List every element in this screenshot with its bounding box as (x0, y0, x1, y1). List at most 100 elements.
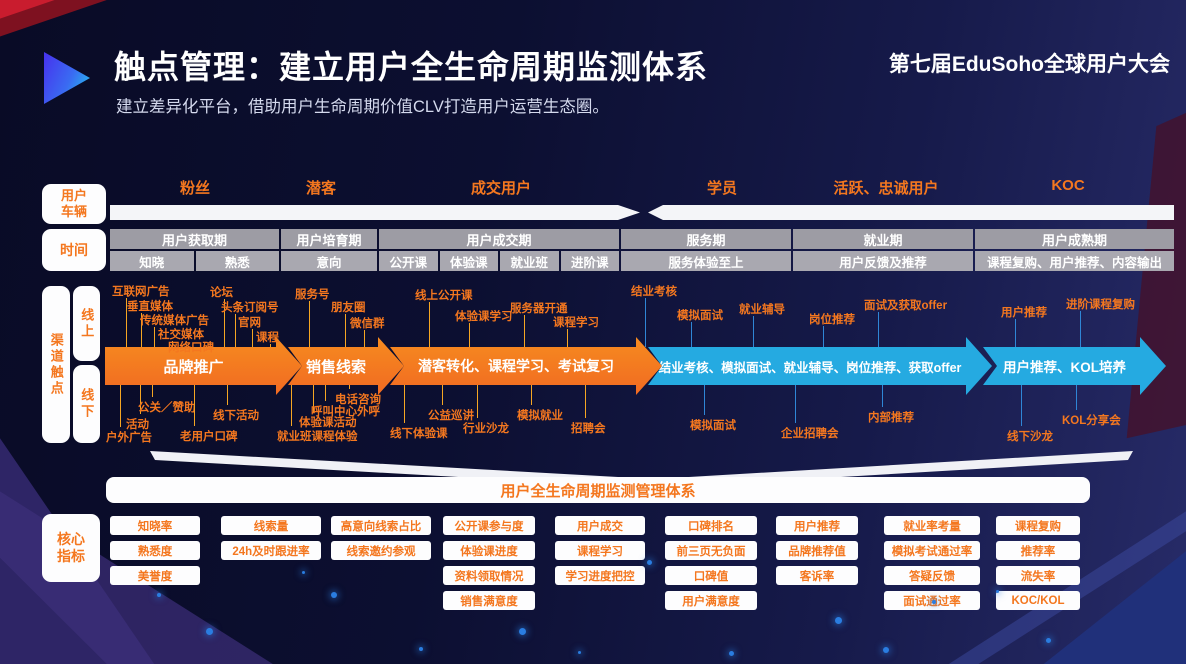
touchpoint-label: 模拟就业 (517, 410, 563, 422)
page-subtitle: 建立差异化平台，借助用户生命周期价值CLV打造用户运营生态圈。 (116, 98, 609, 116)
connector-line (154, 327, 155, 347)
metric-box: 24h及时跟进率 (221, 541, 321, 560)
touchpoint-label: 体验课学习 (455, 311, 513, 323)
connector-line (882, 385, 883, 407)
touchpoint-label: 垂直媒体 (127, 301, 173, 313)
stage-label: 粉丝 (179, 180, 211, 197)
row-label-core-metrics-line1: 核心 (57, 531, 85, 548)
connector-line (227, 385, 228, 405)
monitor-system-bar-label: 用户全生命周期监测管理体系 (500, 482, 696, 500)
phase-sub-cell: 熟悉 (195, 251, 279, 271)
glow-dot (519, 628, 526, 635)
metric-box: 用户成交 (555, 516, 645, 535)
connector-line (194, 385, 195, 426)
connector-line (585, 385, 586, 418)
row-label-offline: 线下 (73, 365, 100, 443)
glow-dot (419, 647, 423, 651)
touchpoint-label: 电话咨询 (335, 394, 381, 406)
connector-line (349, 385, 350, 389)
metric-box: 公开课参与度 (443, 516, 535, 535)
touchpoint-label: 微信群 (350, 318, 385, 330)
connector-line (795, 385, 796, 423)
touchpoint-label: 公益巡讲 (428, 410, 474, 422)
phase-cell: 用户获取期 (110, 229, 279, 249)
connector-line (477, 385, 478, 418)
phase-cell: 用户成熟期 (975, 229, 1174, 249)
metric-box: KOC/KOL (996, 591, 1080, 610)
connector-line (325, 385, 326, 401)
connector-line (429, 302, 430, 347)
phase-cell: 就业期 (793, 229, 973, 249)
touchpoint-label: 官网 (238, 317, 261, 329)
metric-box: 答疑反馈 (884, 566, 980, 585)
connector-line (645, 298, 646, 347)
page-title: 触点管理：建立用户全生命周期监测体系 (114, 49, 709, 85)
glow-dot (578, 651, 581, 654)
metric-box: 口碑值 (665, 566, 757, 585)
connector-line (345, 314, 346, 347)
touchpoint-label: 户外广告 (106, 432, 152, 444)
journey-band-right (648, 205, 1174, 220)
glow-dot (835, 617, 842, 624)
connector-line (1080, 311, 1081, 347)
touchpoint-label: 线上公开课 (415, 290, 473, 302)
metric-box: 课程复购 (996, 516, 1080, 535)
touchpoint-label: 面试及获取offer (864, 300, 948, 312)
connector-line (878, 312, 879, 347)
glow-dot (302, 571, 305, 574)
glow-dot (729, 651, 734, 656)
connector-line (141, 313, 142, 347)
touchpoint-label: 内部推荐 (868, 412, 914, 424)
connector-line (364, 330, 365, 347)
connector-line (1015, 319, 1016, 347)
phase-sub-cell: 用户反馈及推荐 (793, 251, 973, 271)
touchpoint-label: 体验课活动 (299, 417, 357, 429)
touchpoint-label: 朋友圈 (331, 302, 366, 314)
metric-box: 学习进度把控 (555, 566, 645, 585)
touchpoint-label: 进阶课程复购 (1066, 299, 1135, 311)
connector-line (567, 329, 568, 347)
touchpoint-label: 传统媒体广告 (140, 315, 209, 327)
connector-line (126, 298, 127, 347)
touchpoint-label: 公关／赞助 (138, 402, 196, 414)
connector-line (524, 315, 525, 347)
connector-line (404, 385, 405, 423)
metric-box: 推荐率 (996, 541, 1080, 560)
touchpoint-label: 线下活动 (213, 410, 259, 422)
touchpoint-label: 互联网广告 (112, 286, 170, 298)
touchpoint-label: 模拟面试 (677, 310, 723, 322)
metric-box: 美誉度 (110, 566, 200, 585)
metric-box: 线索邀约参观 (331, 541, 431, 560)
connector-line (704, 385, 705, 415)
connector-line (140, 385, 141, 414)
touchpoint-label: 用户推荐 (1001, 307, 1047, 319)
connector-line (691, 322, 692, 347)
glow-dot (647, 560, 652, 565)
stage-label: 成交用户 (470, 180, 532, 197)
row-label-time: 时间 (42, 229, 106, 271)
stage-label: 潜客 (305, 180, 337, 197)
row-label-online: 线上 (73, 286, 100, 361)
touchpoint-label: 线下体验课 (390, 428, 448, 440)
connector-line (120, 385, 121, 427)
phase-sub-cell: 就业班 (500, 251, 559, 271)
connector-line (469, 323, 470, 347)
metric-box: 用户推荐 (776, 516, 858, 535)
touchpoint-label: 老用户口碑 (180, 431, 238, 443)
touchpoint-label: 课程学习 (553, 317, 599, 329)
connector-line (442, 385, 443, 405)
metric-box: 资料领取情况 (443, 566, 535, 585)
touchpoint-label: 就业辅导 (739, 304, 785, 316)
connector-line (224, 299, 225, 347)
touchpoint-label: 模拟面试 (690, 420, 736, 432)
touchpoint-label: 呼叫中心外呼 (311, 406, 380, 418)
metric-box: 线索量 (221, 516, 321, 535)
conference-name: 第七届EduSoho全球用户大会 (888, 53, 1170, 76)
metric-box: 销售满意度 (443, 591, 535, 610)
glow-dot (1046, 638, 1051, 643)
row-label-core-metrics: 核心 指标 (42, 514, 100, 582)
touchpoint-label: KOL分享会 (1062, 415, 1121, 427)
touchpoint-label: 服务器开通 (510, 303, 568, 315)
metric-box: 模拟考试通过率 (884, 541, 980, 560)
